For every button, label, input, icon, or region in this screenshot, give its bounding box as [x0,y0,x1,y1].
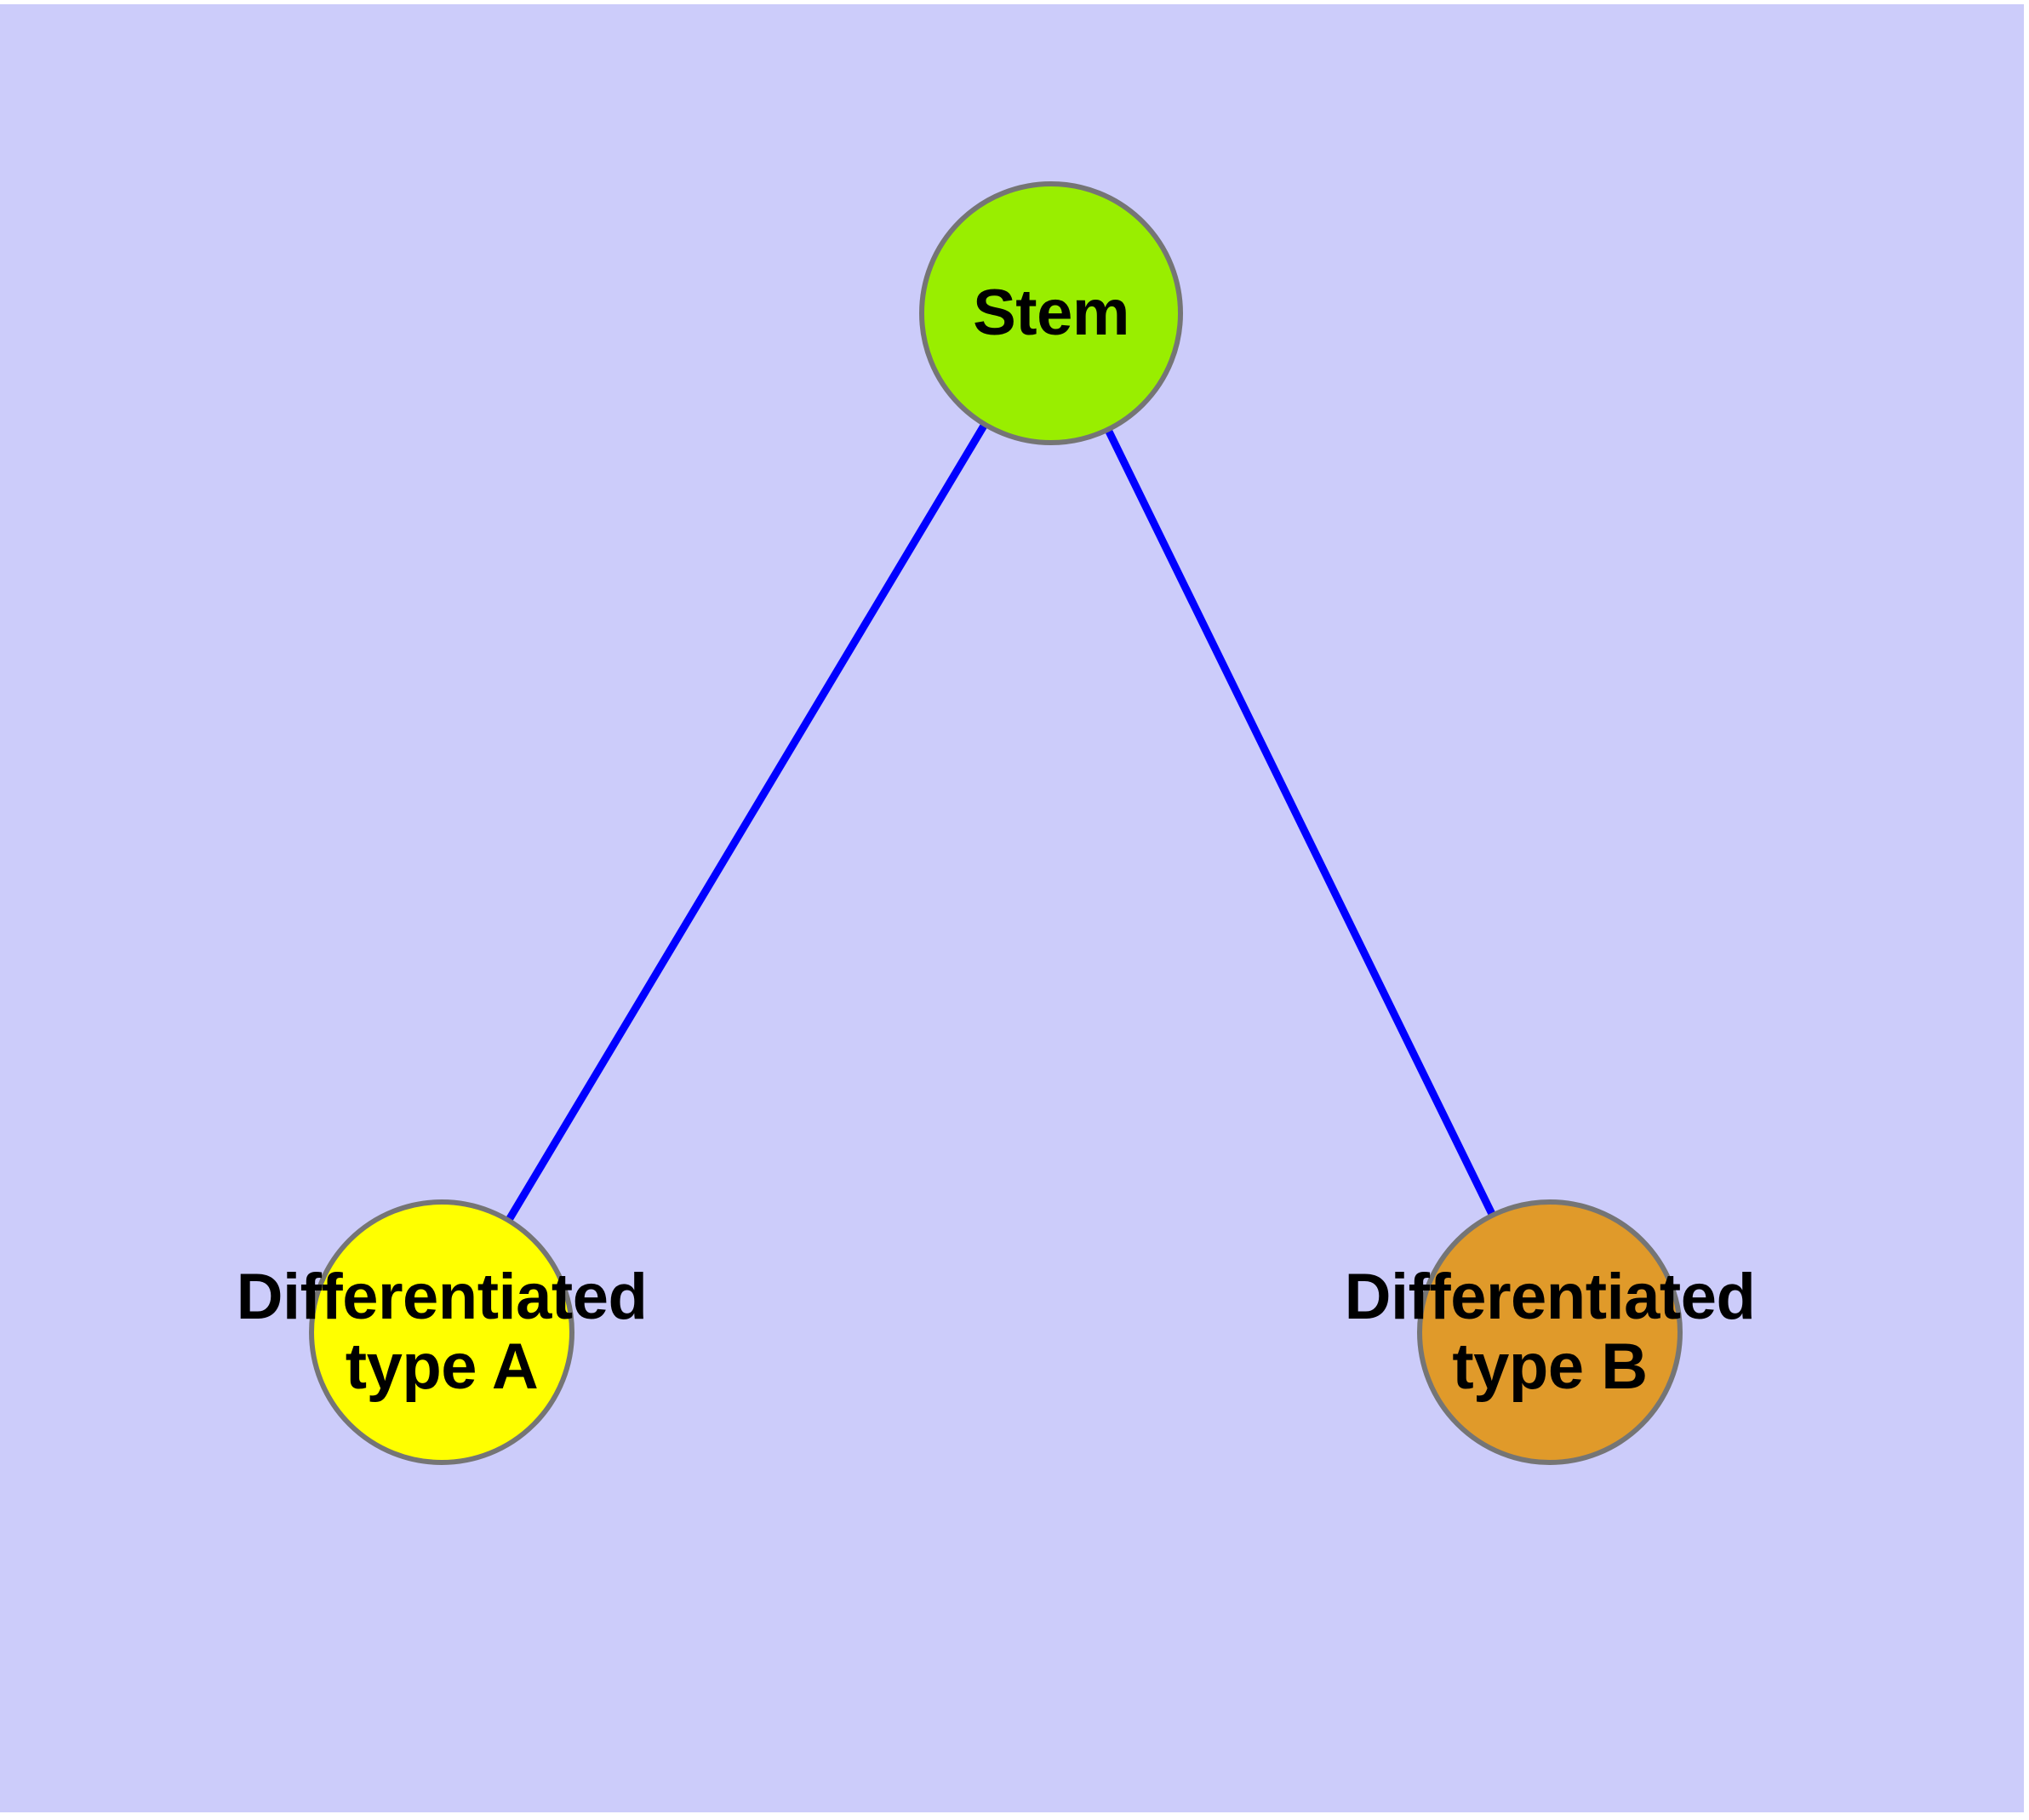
node-differentiated-type-b-circle[interactable] [1417,1199,1683,1465]
node-stem-circle[interactable] [919,181,1183,445]
edge-stem-to-differentiated-type-b [1047,312,1554,1334]
graph-svg [309,181,1683,1465]
edge-layer [438,311,1554,1335]
edge-stem-to-differentiated-type-a [438,311,1055,1335]
diagram-plot-area: Stem Differentiated type A Differentiate… [0,4,2024,1812]
node-layer [309,181,1683,1465]
node-differentiated-type-a-circle[interactable] [309,1199,574,1465]
